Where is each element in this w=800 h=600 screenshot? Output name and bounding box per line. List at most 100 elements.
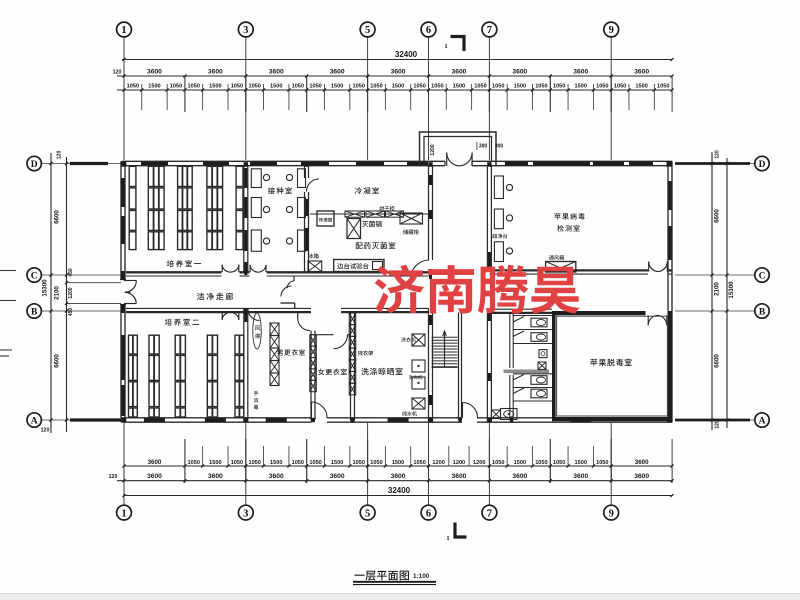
svg-text:3600: 3600 (512, 69, 527, 76)
svg-text:300: 300 (495, 144, 504, 150)
svg-text:1500: 1500 (514, 84, 526, 90)
svg-text:3600: 3600 (452, 473, 467, 480)
svg-text:3600: 3600 (147, 69, 162, 76)
svg-text:3600: 3600 (635, 459, 649, 466)
svg-text:A: A (759, 416, 766, 426)
svg-text:3600: 3600 (269, 473, 284, 480)
svg-text:1050: 1050 (170, 84, 182, 90)
svg-text:1050: 1050 (248, 84, 260, 90)
svg-text:120: 120 (57, 151, 63, 160)
svg-text:1050: 1050 (248, 460, 260, 466)
svg-text:1050: 1050 (292, 460, 304, 466)
svg-text:1200: 1200 (453, 460, 465, 466)
svg-text:1: 1 (446, 535, 449, 542)
svg-text:120: 120 (41, 428, 50, 434)
svg-text:A: A (31, 416, 38, 426)
svg-text:6600: 6600 (714, 354, 721, 368)
svg-text:1050: 1050 (188, 460, 200, 466)
svg-text:C: C (31, 271, 38, 281)
svg-text:120: 120 (113, 70, 122, 76)
svg-text:3600: 3600 (330, 473, 345, 480)
svg-text:1500: 1500 (209, 460, 221, 466)
svg-text:120: 120 (715, 420, 721, 429)
svg-text:32400: 32400 (388, 486, 411, 495)
svg-text:6600: 6600 (714, 209, 721, 223)
svg-text:300: 300 (479, 144, 488, 150)
svg-text:1050: 1050 (492, 460, 504, 466)
svg-text:7: 7 (487, 25, 492, 36)
svg-text:2100: 2100 (54, 286, 61, 300)
svg-text:120: 120 (715, 150, 721, 159)
svg-text:9: 9 (609, 25, 614, 36)
svg-text:7: 7 (487, 508, 492, 519)
svg-text:1050: 1050 (370, 84, 382, 90)
svg-text:450: 450 (68, 268, 74, 277)
svg-text:5: 5 (365, 508, 370, 519)
svg-text:15300: 15300 (728, 281, 735, 299)
svg-text:1050: 1050 (553, 84, 565, 90)
svg-text:3: 3 (243, 508, 248, 519)
svg-text:3600: 3600 (148, 459, 162, 466)
svg-text:3600: 3600 (391, 473, 406, 480)
svg-text:3600: 3600 (452, 69, 467, 76)
svg-text:D: D (759, 160, 766, 170)
svg-text:B: B (759, 307, 766, 317)
svg-text:1: 1 (121, 25, 126, 36)
svg-text:1200: 1200 (68, 287, 74, 298)
svg-text:1200: 1200 (430, 144, 436, 155)
svg-text:1500: 1500 (270, 84, 282, 90)
svg-text:1050: 1050 (352, 84, 364, 90)
svg-text:1050: 1050 (309, 84, 321, 90)
svg-text:1: 1 (121, 508, 126, 519)
svg-text:1050: 1050 (553, 460, 565, 466)
svg-text:B: B (31, 307, 38, 317)
svg-text:1050: 1050 (231, 460, 243, 466)
svg-text:3600: 3600 (634, 473, 649, 480)
svg-text:450: 450 (68, 308, 74, 317)
svg-text:3600: 3600 (512, 473, 527, 480)
svg-text:3600: 3600 (147, 473, 162, 480)
svg-text:1050: 1050 (370, 460, 382, 466)
svg-text:1500: 1500 (331, 460, 343, 466)
svg-text:1:100: 1:100 (413, 573, 430, 580)
svg-text:15300: 15300 (42, 279, 49, 297)
svg-text:1500: 1500 (392, 84, 404, 90)
svg-text:3600: 3600 (391, 69, 406, 76)
svg-text:1050: 1050 (474, 84, 486, 90)
svg-text:C: C (759, 271, 766, 281)
svg-text:9: 9 (609, 508, 614, 519)
svg-text:1500: 1500 (148, 84, 160, 90)
svg-text:1050: 1050 (431, 84, 443, 90)
svg-text:1500: 1500 (514, 460, 526, 466)
svg-text:3600: 3600 (269, 69, 284, 76)
svg-text:1500: 1500 (270, 460, 282, 466)
svg-text:1200: 1200 (432, 460, 444, 466)
svg-text:6600: 6600 (54, 210, 61, 224)
svg-text:1500: 1500 (575, 460, 587, 466)
svg-text:1050: 1050 (292, 84, 304, 90)
svg-text:6600: 6600 (54, 354, 61, 368)
svg-text:1050: 1050 (596, 84, 608, 90)
svg-text:1200: 1200 (473, 460, 485, 466)
svg-text:1500: 1500 (575, 84, 587, 90)
svg-text:1050: 1050 (492, 84, 504, 90)
svg-text:1050: 1050 (413, 84, 425, 90)
svg-text:6: 6 (426, 508, 431, 519)
svg-text:1050: 1050 (596, 460, 608, 466)
svg-text:3600: 3600 (208, 69, 223, 76)
svg-text:120: 120 (109, 474, 118, 480)
svg-text:1050: 1050 (535, 84, 547, 90)
svg-text:1050: 1050 (535, 460, 547, 466)
svg-text:1050: 1050 (309, 460, 321, 466)
svg-text:6: 6 (426, 25, 431, 36)
svg-text:3600: 3600 (573, 69, 588, 76)
svg-text:1500: 1500 (392, 460, 404, 466)
svg-text:3600: 3600 (330, 69, 345, 76)
svg-text:3600: 3600 (208, 473, 223, 480)
svg-text:1500: 1500 (209, 84, 221, 90)
svg-text:1050: 1050 (231, 84, 243, 90)
svg-text:32400: 32400 (395, 50, 418, 59)
svg-text:3600: 3600 (573, 473, 588, 480)
svg-text:1: 1 (444, 43, 447, 50)
svg-text:5: 5 (365, 25, 370, 36)
